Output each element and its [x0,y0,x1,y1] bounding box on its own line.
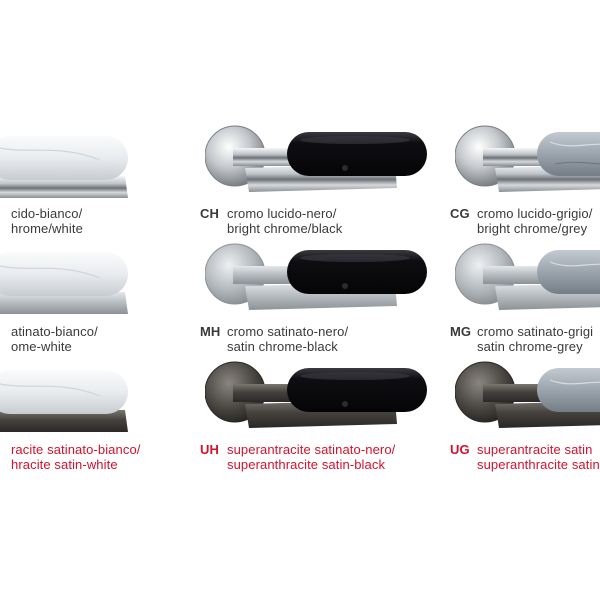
handle-image-mh [205,243,427,310]
handle-image-white-superanthracite [0,370,128,432]
handle-image-ug [455,361,600,428]
handle-image-ch [205,125,427,192]
caption-white-superanthracite: racite satinato-bianco/hracite satin-whi… [11,442,141,472]
handle-image-white-bright-chrome [0,136,128,198]
caption-white-satin-chrome: atinato-bianco/ome-white [11,324,98,354]
handle-image-cg [455,125,600,192]
caption-white-bright-chrome: cido-bianco/hrome/white [11,206,83,236]
handle-image-mg [455,243,600,310]
handle-image-uh [205,361,427,428]
handle-image-white-satin-chrome [0,252,128,314]
